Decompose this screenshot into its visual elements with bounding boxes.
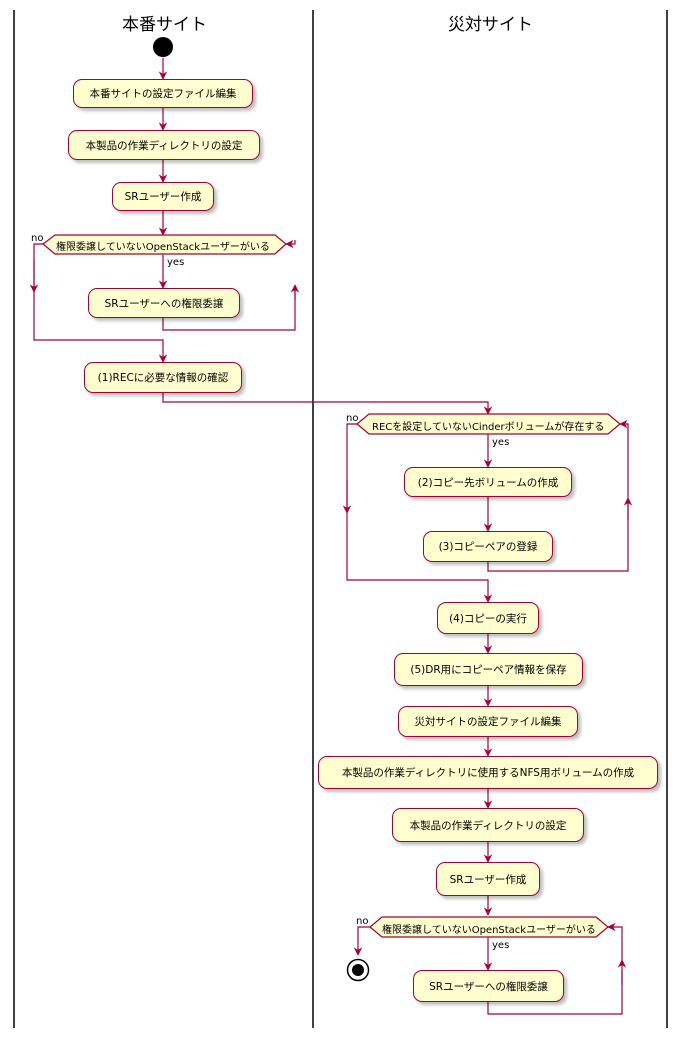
step-create-target-volume: (2)コピー先ボリュームの作成 bbox=[404, 467, 572, 497]
step-register-copy-pair: (3)コピーペアの登録 bbox=[423, 531, 553, 562]
start-node bbox=[153, 37, 173, 57]
step-dr-sr-user-create: SRユーザー作成 bbox=[436, 862, 540, 896]
decision-shape-2 bbox=[356, 413, 621, 435]
step-dr-workdir-config: 本製品の作業ディレクトリの設定 bbox=[392, 808, 584, 842]
decision-shape-3 bbox=[369, 916, 609, 938]
decision-label-1: 権限委譲していないOpenStackユーザーがいる bbox=[56, 242, 270, 253]
branch-no-3: no bbox=[356, 916, 369, 927]
end-node bbox=[346, 958, 370, 982]
step-rec-info-check: (1)RECに必要な情報の確認 bbox=[84, 362, 242, 393]
step-save-copy-pair-info: (5)DR用にコピーペア情報を保存 bbox=[394, 653, 583, 686]
decision-shape-1 bbox=[42, 234, 287, 255]
decision-label-2: RECを設定していないCinderボリュームが存在する bbox=[372, 422, 605, 433]
step-prod-config-edit: 本番サイトの設定ファイル編集 bbox=[73, 79, 253, 108]
branch-no-1: no bbox=[31, 233, 44, 244]
branch-yes-1: yes bbox=[167, 257, 185, 268]
step-prod-sr-delegate: SRユーザーへの権限委譲 bbox=[88, 288, 240, 318]
step-create-nfs-volume: 本製品の作業ディレクトリに使用するNFS用ボリュームの作成 bbox=[318, 756, 658, 789]
decision-label-3: 権限委譲していないOpenStackユーザーがいる bbox=[382, 925, 596, 936]
step-prod-sr-user-create: SRユーザー作成 bbox=[112, 182, 214, 211]
lane-title-production: 本番サイト bbox=[122, 15, 207, 35]
step-dr-config-edit: 災対サイトの設定ファイル編集 bbox=[398, 706, 578, 737]
step-dr-sr-delegate: SRユーザーへの権限委譲 bbox=[413, 970, 564, 1002]
lane-title-dr: 災対サイト bbox=[448, 15, 533, 35]
step-run-copy: (4)コピーの実行 bbox=[437, 602, 539, 634]
branch-yes-2: yes bbox=[492, 437, 510, 448]
lane-separators bbox=[13, 10, 668, 1028]
step-prod-workdir-config: 本製品の作業ディレクトリの設定 bbox=[68, 130, 260, 160]
branch-no-2: no bbox=[346, 413, 359, 424]
branch-yes-3: yes bbox=[492, 940, 510, 951]
